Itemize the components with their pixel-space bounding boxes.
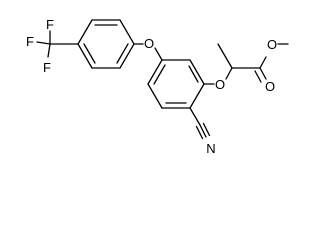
ring2-double-bond <box>153 64 166 85</box>
bond-carbonyl-o <box>259 67 267 80</box>
atom-label-oxygen: O <box>265 79 275 94</box>
bond-ring2-cn <box>189 107 201 126</box>
ring1-bond <box>119 43 135 69</box>
ring2-double-bond <box>188 65 199 83</box>
bond-o-ring2 <box>154 47 163 61</box>
atom-label-oxygen: O <box>267 37 277 52</box>
ring2-bond <box>189 83 205 109</box>
atom-label-fluorine: F <box>26 34 34 49</box>
ring1-double-bond <box>116 43 129 64</box>
bond-cn-triple <box>195 125 204 140</box>
ring1-double-bond <box>83 43 96 64</box>
bond-carbonyl-ester-o <box>259 56 267 69</box>
bond-o-ch <box>225 67 233 80</box>
ring1-bond <box>77 19 93 45</box>
bond-c-f-bottom <box>47 43 51 58</box>
chemical-structure: F F F O O O O N <box>26 17 289 156</box>
atom-label-fluorine: F <box>46 17 54 32</box>
atom-label-fluorine: F <box>43 60 51 75</box>
atom-label-nitrogen: N <box>206 141 215 156</box>
structure-canvas: F F F O O O O N <box>26 17 289 156</box>
atom-label-oxygen: O <box>144 36 154 51</box>
bond-c-f-left <box>36 41 51 45</box>
atom-label-oxygen: O <box>215 77 225 92</box>
bond-cn-triple <box>199 124 207 138</box>
ring2-bond <box>147 83 163 109</box>
ring1-bond <box>119 19 135 45</box>
bond-carbonyl-o-double <box>254 70 262 83</box>
ring1-bond <box>77 43 93 69</box>
ring2-bond <box>189 59 205 85</box>
ring2-bond <box>147 59 163 85</box>
bond-cn-triple <box>202 122 211 137</box>
bond-ch-methyl <box>217 43 233 69</box>
